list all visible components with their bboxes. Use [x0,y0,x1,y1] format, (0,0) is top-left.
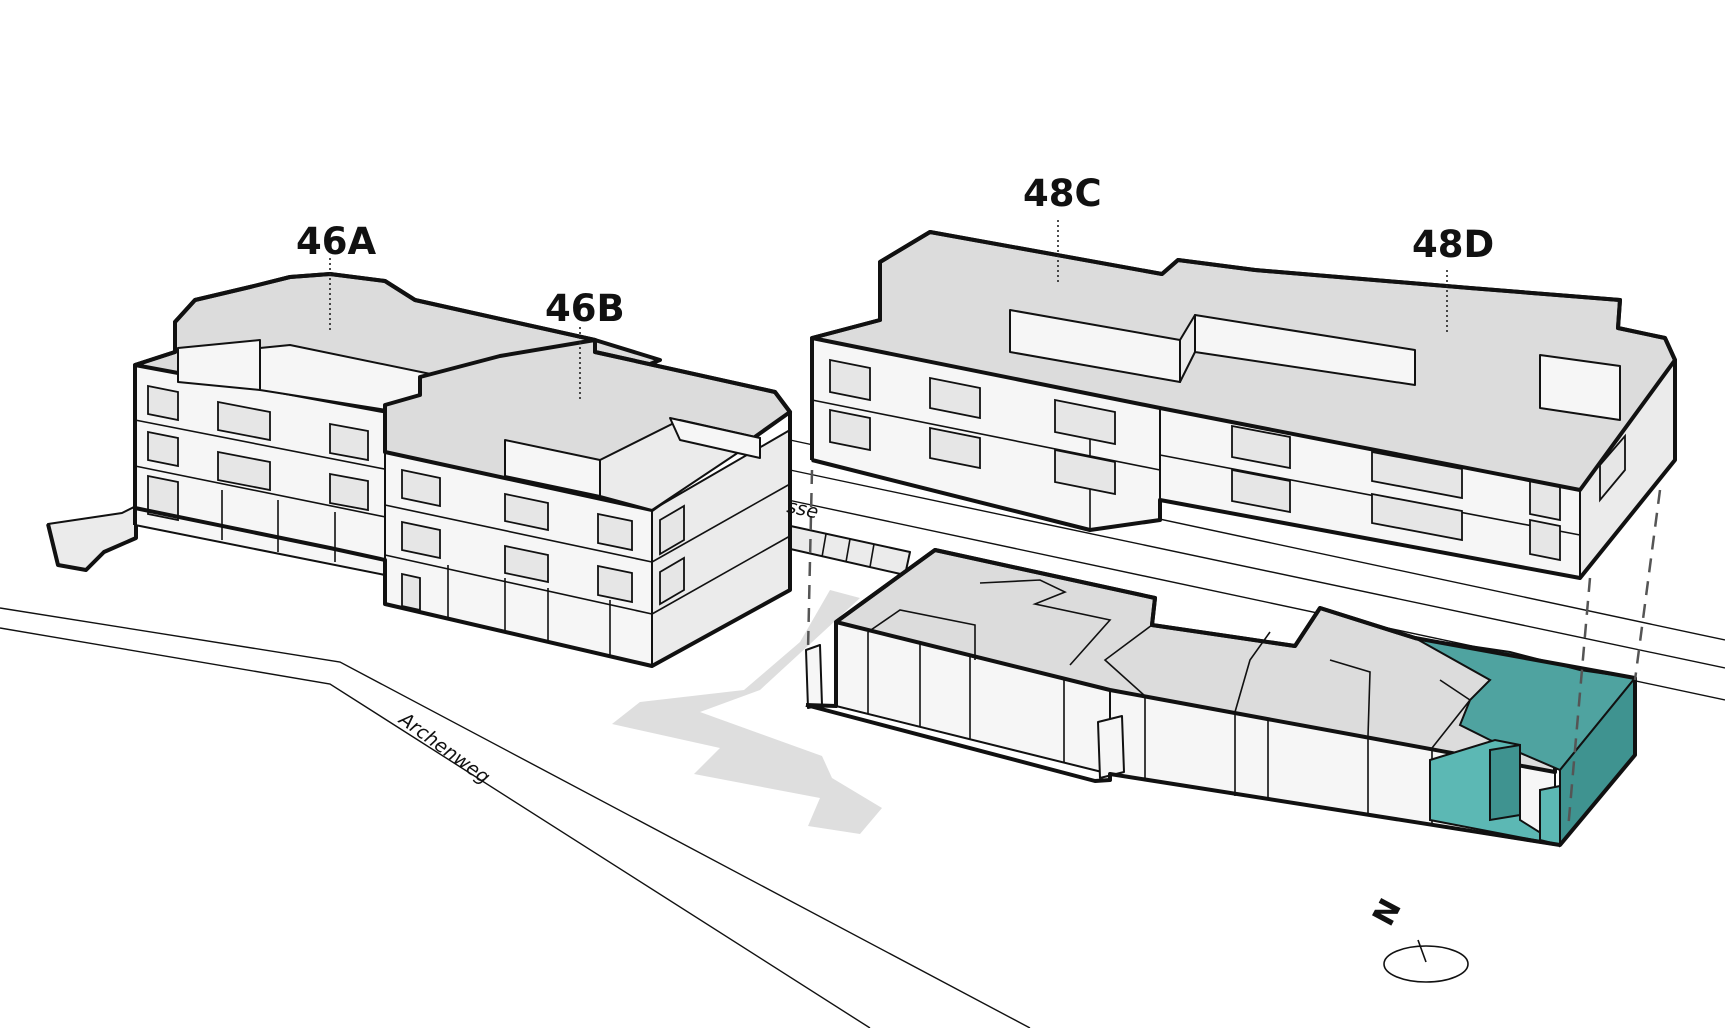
label-46b: 46B [545,287,625,330]
gate-post-left [805,644,823,709]
outline-podium [805,548,1637,847]
outline-46 [133,272,792,668]
ground-plane [0,439,1725,1028]
archenweg-edge-bottom [0,627,871,1028]
archenweg-edge-top [0,607,1031,1028]
footpath-shadow [612,590,882,834]
podium-block [805,548,1637,848]
north-arrow-ellipse [1383,945,1469,983]
north-label: N [1366,893,1409,932]
label-46a: 46A [296,220,376,263]
retaining-wall [47,505,137,571]
back-street-edge-top [789,469,1725,669]
building-46 [133,272,792,668]
north-arrow: N [1366,893,1469,983]
projection-lines [806,469,1662,831]
label-48c: 48C [1023,172,1102,215]
label-48d: 48D [1412,223,1494,266]
gate-post-mid [1097,715,1125,779]
street-label-archenweg: Archenweg [393,707,494,788]
outline-48 [810,230,1677,580]
building-48 [810,230,1677,580]
north-arrow-needle [1417,939,1427,963]
